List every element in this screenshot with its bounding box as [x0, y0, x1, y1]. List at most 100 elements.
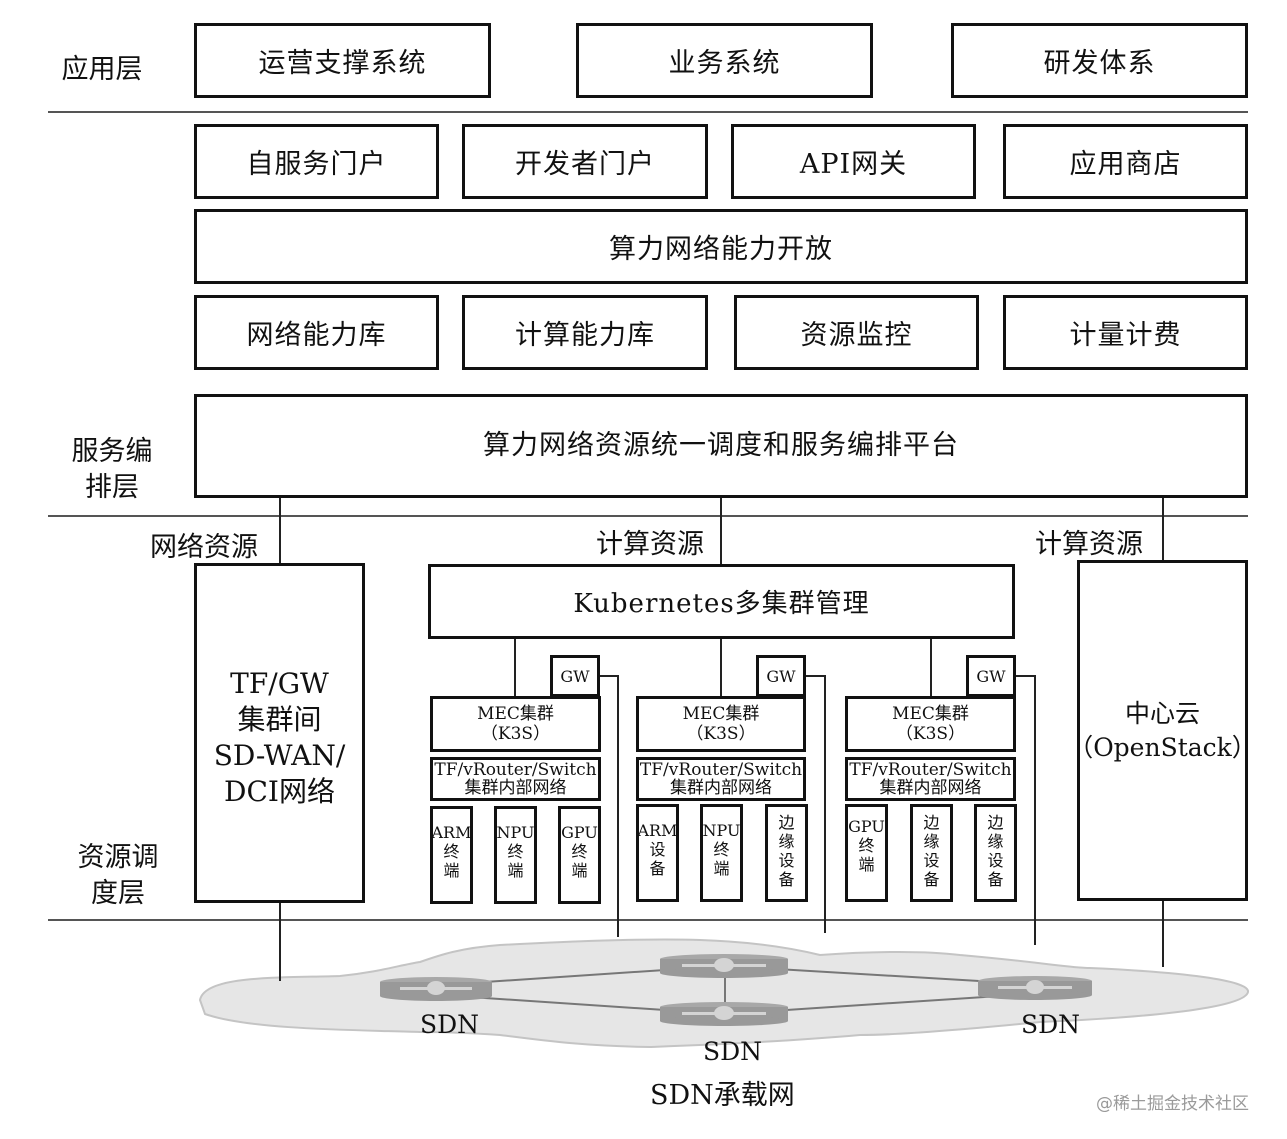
box-label: 算力网络资源统一调度和服务编排平台: [483, 430, 959, 461]
box-label: 业务系统: [668, 48, 781, 79]
lib-network-capability[interactable]: 网络能力库: [194, 295, 439, 370]
mec-label: MEC集群: [682, 704, 760, 724]
box-label: 网络能力库: [246, 320, 387, 351]
app-box-rnd[interactable]: 研发体系: [951, 23, 1248, 98]
box-label: 算力网络能力开放: [609, 234, 833, 265]
lib-metering-billing[interactable]: 计量计费: [1003, 295, 1248, 370]
device-type: NPU: [496, 823, 535, 842]
mec-sublabel: （K3S）: [895, 724, 966, 744]
mec-cluster-box[interactable]: MEC集群 （K3S）: [845, 696, 1016, 752]
box-label-line: （OpenStack）: [1068, 732, 1257, 762]
net-sublabel: 集群内部网络: [879, 778, 982, 798]
device-type: ARM: [431, 823, 472, 842]
net-label: TF/vRouter/Switch: [639, 760, 803, 780]
capability-open-box[interactable]: 算力网络能力开放: [194, 209, 1248, 284]
layer-label-service-orchestration: 服务编排层: [71, 436, 153, 503]
connector-line: [514, 639, 516, 697]
center-cloud-box[interactable]: 中心云 （OpenStack）: [1068, 560, 1257, 901]
box-label: 资源监控: [800, 320, 913, 351]
device-label: 边缘设备: [923, 813, 940, 889]
section-label-network-resource: 网络资源: [150, 532, 258, 563]
box-label: 研发体系: [1043, 48, 1156, 79]
mec-sublabel: （K3S）: [480, 724, 551, 744]
cluster-internal-network-box[interactable]: TF/vRouter/Switch 集群内部网络: [845, 757, 1016, 801]
connector-line: [930, 639, 932, 697]
device-label: 边缘设备: [778, 813, 795, 889]
connector-line: [279, 498, 281, 564]
layer-label-resource-scheduling: 资源调度层: [77, 842, 159, 909]
gw-box[interactable]: GW: [550, 655, 600, 697]
connector-line: [720, 498, 722, 564]
app-box-ops-support[interactable]: 运营支撑系统: [194, 23, 491, 98]
portal-developer[interactable]: 开发者门户: [462, 124, 708, 199]
mec-cluster-box[interactable]: MEC集群 （K3S）: [430, 696, 601, 752]
device-box[interactable]: 边缘设备: [910, 804, 953, 902]
section-label-compute-resource: 计算资源: [1035, 529, 1143, 560]
section-label-compute-resource: 计算资源: [596, 529, 704, 560]
sdn-router-label: SDN: [703, 1037, 763, 1066]
mec-label: MEC集群: [892, 704, 969, 724]
box-label-line: 中心云: [1124, 698, 1200, 728]
device-label: 终端: [443, 842, 460, 880]
layer-divider: [48, 515, 1248, 517]
box-label-line: 集群间: [237, 703, 322, 736]
connector-line: [824, 675, 826, 933]
router-icon: [380, 977, 492, 1001]
device-box[interactable]: 边缘设备: [974, 804, 1017, 902]
connector-line: [1034, 675, 1036, 945]
net-sublabel: 集群内部网络: [464, 778, 567, 798]
mec-sublabel: （K3S）: [686, 724, 756, 744]
layer-divider: [48, 919, 1248, 921]
connector-line: [617, 675, 619, 937]
connector-line: [600, 675, 618, 677]
app-box-business[interactable]: 业务系统: [576, 23, 873, 98]
gw-label: GW: [976, 666, 1006, 686]
router-icon: [978, 976, 1092, 1000]
gw-label: GW: [560, 666, 590, 686]
device-label: 终端: [571, 842, 588, 880]
portal-app-store[interactable]: 应用商店: [1003, 124, 1248, 199]
device-label: 终端: [858, 836, 875, 874]
mec-cluster-box[interactable]: MEC集群 （K3S）: [636, 696, 806, 752]
box-label-line: DCI网络: [224, 775, 335, 808]
connector-line: [720, 639, 722, 697]
portal-self-service[interactable]: 自服务门户: [194, 124, 439, 199]
lib-compute-capability[interactable]: 计算能力库: [462, 295, 708, 370]
kubernetes-multi-cluster-box[interactable]: Kubernetes多集群管理: [428, 564, 1015, 639]
connector-line: [1162, 901, 1164, 967]
gw-label: GW: [766, 666, 796, 686]
cluster-internal-network-box[interactable]: TF/vRouter/Switch 集群内部网络: [430, 757, 601, 801]
connector-line: [279, 903, 281, 981]
device-type: ARM: [637, 821, 678, 840]
box-label: 计量计费: [1069, 320, 1182, 351]
device-label: 终端: [713, 840, 730, 878]
layer-divider: [48, 111, 1248, 113]
box-label: API网关: [799, 149, 908, 180]
connector-line: [1162, 498, 1164, 562]
layer-label-application: 应用层: [61, 54, 143, 85]
portal-api-gateway[interactable]: API网关: [731, 124, 976, 199]
gw-box[interactable]: GW: [756, 655, 806, 697]
net-label: TF/vRouter/Switch: [434, 760, 597, 780]
cluster-internal-network-box[interactable]: TF/vRouter/Switch 集群内部网络: [636, 757, 806, 801]
box-label: 自服务门户: [246, 149, 387, 180]
box-label: Kubernetes多集群管理: [573, 589, 870, 619]
device-box[interactable]: 边缘设备: [765, 804, 808, 902]
sdn-router-label: SDN: [420, 1010, 480, 1039]
orchestration-platform-box[interactable]: 算力网络资源统一调度和服务编排平台: [194, 394, 1248, 498]
device-label: 设备: [649, 840, 666, 878]
gw-box[interactable]: GW: [966, 655, 1016, 697]
box-label: 开发者门户: [515, 149, 655, 180]
inter-cluster-network-box[interactable]: TF/GW 集群间 SD-WAN/ DCI网络: [194, 563, 365, 903]
box-label: 应用商店: [1069, 149, 1182, 180]
box-label: 运营支撑系统: [258, 48, 427, 79]
lib-resource-monitoring[interactable]: 资源监控: [734, 295, 979, 370]
router-icon: [660, 1002, 788, 1026]
